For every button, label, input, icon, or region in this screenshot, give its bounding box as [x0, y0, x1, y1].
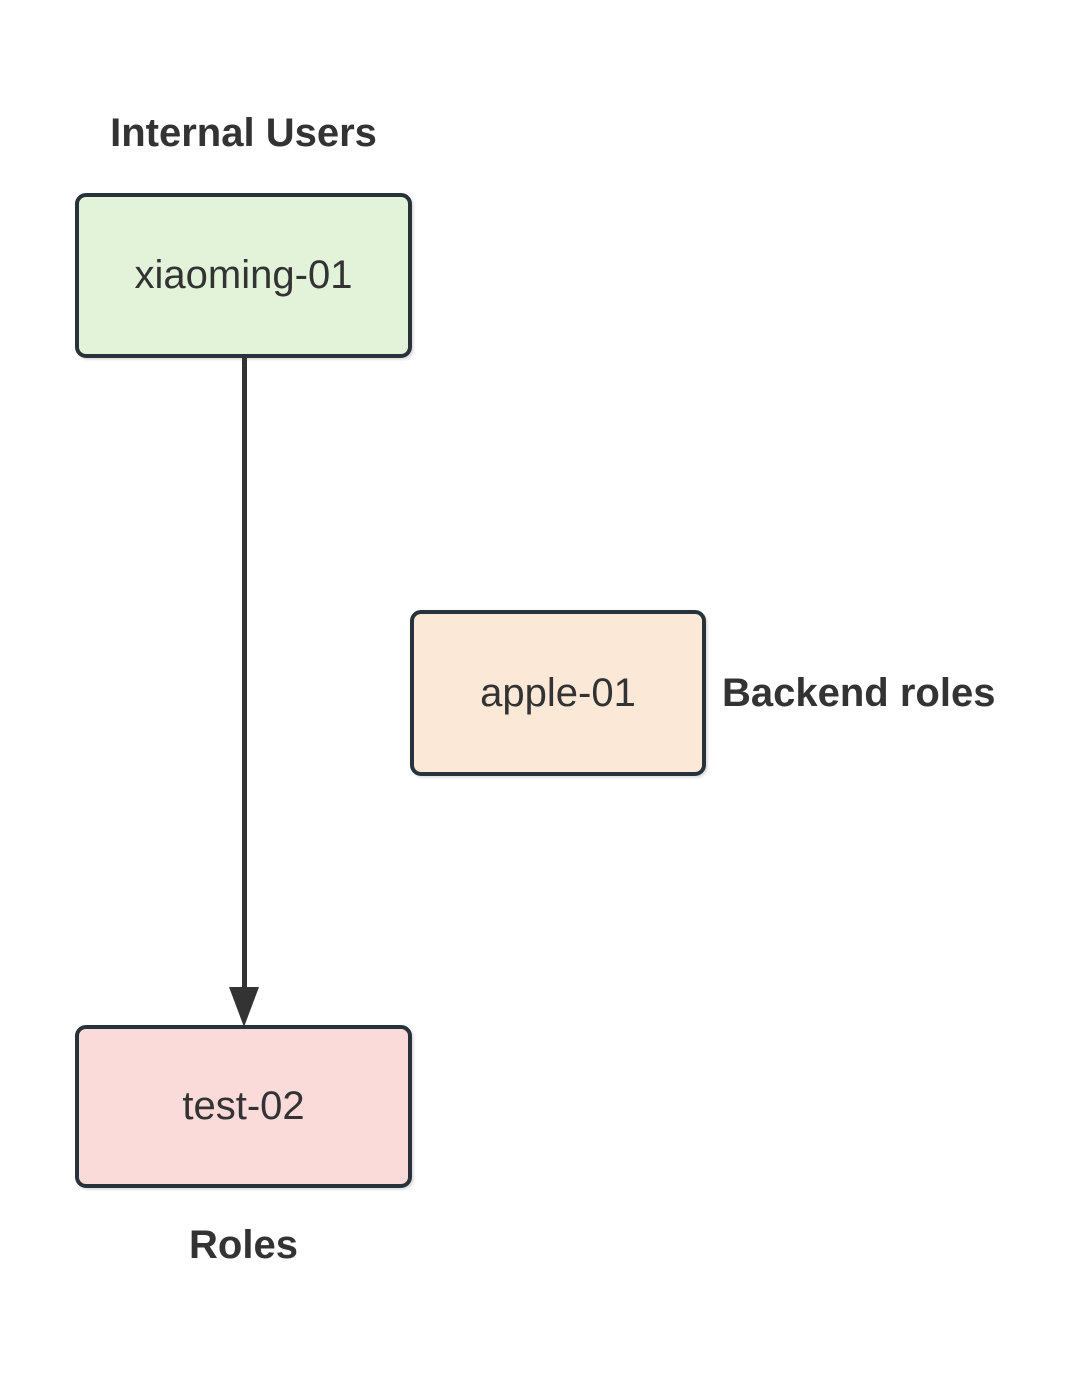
- group-label-backend-roles: Backend roles: [722, 670, 996, 715]
- group-label-internal-users: Internal Users: [110, 110, 377, 155]
- node-test-02-label: test-02: [182, 1084, 305, 1128]
- edge-xiaoming-to-test-line: [242, 358, 247, 990]
- node-test-02: test-02: [75, 1025, 412, 1188]
- edge-arrowhead-icon: [229, 987, 259, 1027]
- node-xiaoming-01-label: xiaoming-01: [134, 253, 353, 297]
- node-xiaoming-01: xiaoming-01: [75, 193, 412, 358]
- node-apple-01-label: apple-01: [480, 670, 636, 715]
- node-apple-01: apple-01: [410, 610, 706, 776]
- group-label-roles: Roles: [189, 1222, 298, 1267]
